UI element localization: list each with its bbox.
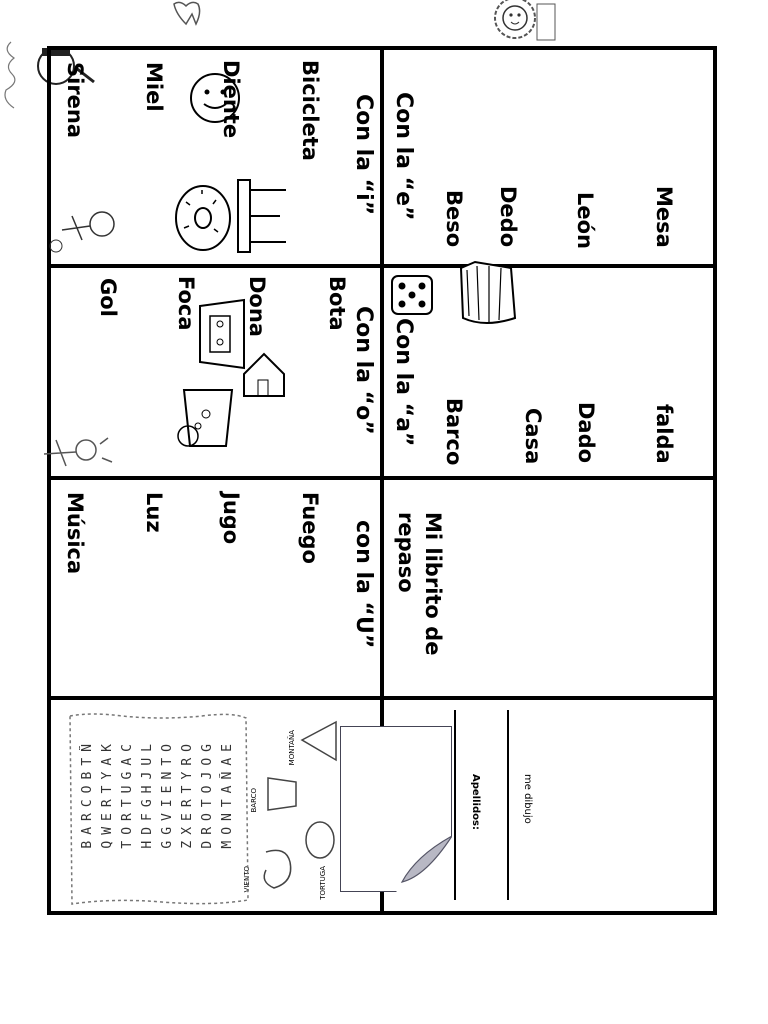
word-jugo: Jugo [219, 492, 243, 545]
lion-illustration [494, 0, 556, 41]
panel-heading-o: Con la “o” [351, 306, 376, 435]
wordsearch-word-tortuga: TORTUGA [319, 866, 327, 900]
wordsearch-word-barco: BARCO [250, 788, 258, 813]
word-dedo: Dedo [496, 186, 520, 248]
mountain-icon [300, 720, 337, 762]
page-curl-icon [396, 836, 452, 892]
drawing-underline [507, 710, 509, 900]
child-soccer-illustration [49, 211, 115, 253]
panel-heading-i: Con la “i” [351, 94, 376, 216]
word-sirena: Sirena [63, 62, 87, 139]
face-icon [190, 73, 240, 123]
apellidos-underline [454, 710, 456, 900]
drawing-label: me dibujo [522, 774, 533, 824]
tooth-illustration [173, 1, 201, 26]
boat-icon [267, 777, 297, 811]
boat-illustration [199, 298, 245, 370]
word-casa: Casa [521, 408, 545, 465]
word-luz: Luz [142, 492, 166, 533]
panel-heading-a: Con la “a” [391, 318, 416, 447]
word-barco: Barco [442, 398, 466, 466]
word-dado: Dado [574, 402, 598, 464]
word-bota: Bota [325, 276, 349, 331]
wordsearch-border [69, 713, 249, 905]
booklet-frame [47, 46, 717, 915]
dice-illustration [391, 275, 433, 315]
skirt-illustration [459, 260, 517, 324]
word-musica: Música [63, 492, 87, 575]
word-bicicleta: Bicicleta [298, 60, 322, 161]
word-gol: Gol [96, 278, 120, 317]
word-leon: León [573, 192, 597, 250]
child-playing-illustration [43, 437, 113, 467]
panel-heading-u: con la “U” [351, 520, 376, 649]
signature-scribble [4, 41, 16, 109]
word-miel: Miel [142, 62, 166, 112]
juice-glass-illustration [177, 389, 234, 447]
donut-illustration [175, 185, 231, 251]
wordsearch-word-montana: MONTAÑA [288, 730, 296, 766]
house-illustration [243, 352, 285, 397]
word-foca: Foca [174, 276, 198, 331]
wind-icon [263, 849, 292, 889]
word-beso: Beso [442, 190, 466, 248]
word-falda: falda [652, 404, 676, 464]
turtle-icon [305, 821, 335, 859]
booklet-title: Mi librito de repaso [394, 512, 445, 656]
table-illustration [237, 179, 286, 253]
word-mesa: Mesa [652, 186, 676, 248]
word-dona: Dona [245, 276, 269, 337]
panel-heading-e: Con la “e” [391, 92, 416, 221]
apellidos-label: Apellidos: [470, 774, 481, 830]
word-fuego: Fuego [298, 492, 322, 564]
fold-line-vertical [380, 50, 384, 911]
